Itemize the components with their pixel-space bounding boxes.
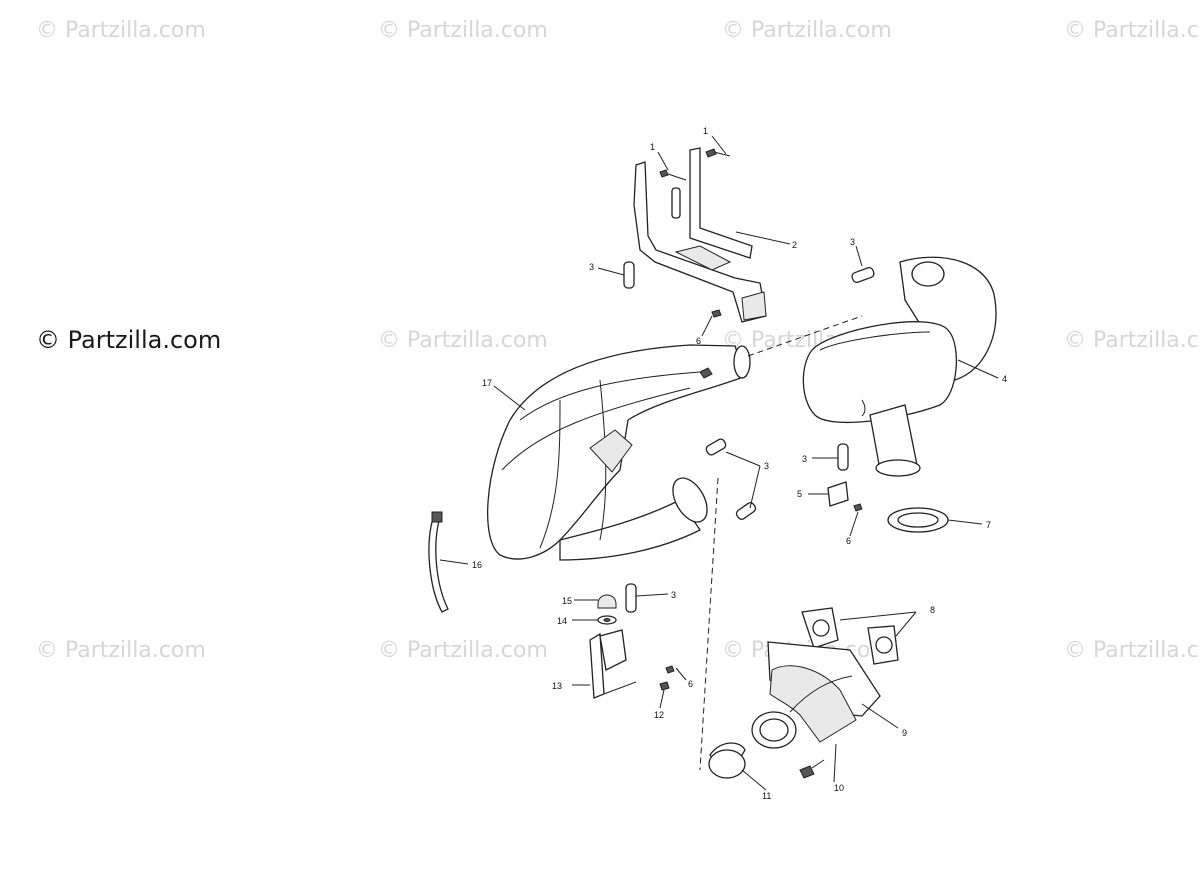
watermark: © Partzilla.com bbox=[378, 18, 548, 43]
callout-6: 6 bbox=[688, 679, 693, 689]
upper-bracket bbox=[633, 147, 767, 323]
watermark: © Partzilla.com bbox=[1064, 328, 1200, 353]
callout-5: 5 bbox=[797, 489, 802, 499]
brand-label: © Partzilla.com bbox=[36, 326, 222, 354]
watermark: © Partzilla.com bbox=[1064, 638, 1200, 663]
callout-13: 13 bbox=[552, 681, 562, 691]
callout-4: 4 bbox=[1002, 374, 1007, 384]
callout-6: 6 bbox=[696, 336, 701, 346]
callout-6: 6 bbox=[846, 536, 851, 546]
isolator-part-3 bbox=[623, 261, 875, 613]
callout-2: 2 bbox=[792, 240, 797, 250]
watermark: © Partzilla.com bbox=[1064, 18, 1200, 43]
washer-part-14 bbox=[597, 615, 617, 625]
callout-3: 3 bbox=[671, 590, 676, 600]
callout-16: 16 bbox=[472, 560, 482, 570]
watermark: © Partzilla.com bbox=[36, 638, 206, 663]
callout-3: 3 bbox=[850, 237, 855, 247]
callout-1: 1 bbox=[703, 126, 708, 136]
bolt-part-10 bbox=[799, 759, 825, 779]
strap-part-16 bbox=[428, 511, 449, 613]
callout-11: 11 bbox=[762, 791, 771, 801]
flange-gasket-part-8 bbox=[801, 607, 899, 665]
watermark: © Partzilla.com bbox=[36, 18, 206, 43]
watermark: © Partzilla.com bbox=[378, 328, 548, 353]
callout-9: 9 bbox=[902, 728, 907, 738]
silencer-part-4 bbox=[802, 256, 997, 477]
callout-1: 1 bbox=[650, 142, 655, 152]
manifold-part-9 bbox=[751, 641, 881, 749]
callout-14: 14 bbox=[557, 616, 567, 626]
callout-3: 3 bbox=[764, 461, 769, 471]
callout-labels: 1 1 2 3 3 3 3 3 4 5 6 6 6 7 8 9 10 11 12… bbox=[472, 126, 1007, 801]
watermark: © Partzilla.com bbox=[722, 18, 892, 43]
callout-7: 7 bbox=[986, 520, 991, 530]
callout-15: 15 bbox=[562, 596, 572, 606]
expansion-chamber-part-17 bbox=[487, 344, 751, 561]
cap-part-15 bbox=[597, 594, 617, 609]
screw-part-12 bbox=[659, 681, 670, 691]
callout-17: 17 bbox=[482, 378, 492, 388]
seal-part-11 bbox=[708, 742, 746, 780]
callout-3: 3 bbox=[802, 454, 807, 464]
watermark: © Partzilla.com bbox=[378, 638, 548, 663]
leader-lines bbox=[439, 135, 999, 791]
callout-3: 3 bbox=[589, 262, 594, 272]
callout-10: 10 bbox=[834, 783, 844, 793]
gasket-ring-part-7 bbox=[887, 507, 949, 533]
lower-bracket-part-13 bbox=[589, 629, 637, 699]
callout-8: 8 bbox=[930, 605, 935, 615]
callout-12: 12 bbox=[654, 710, 664, 720]
nut-part-6 bbox=[665, 309, 863, 674]
clamp-plate-part-5 bbox=[827, 481, 849, 507]
bolt-part-1 bbox=[659, 148, 731, 181]
